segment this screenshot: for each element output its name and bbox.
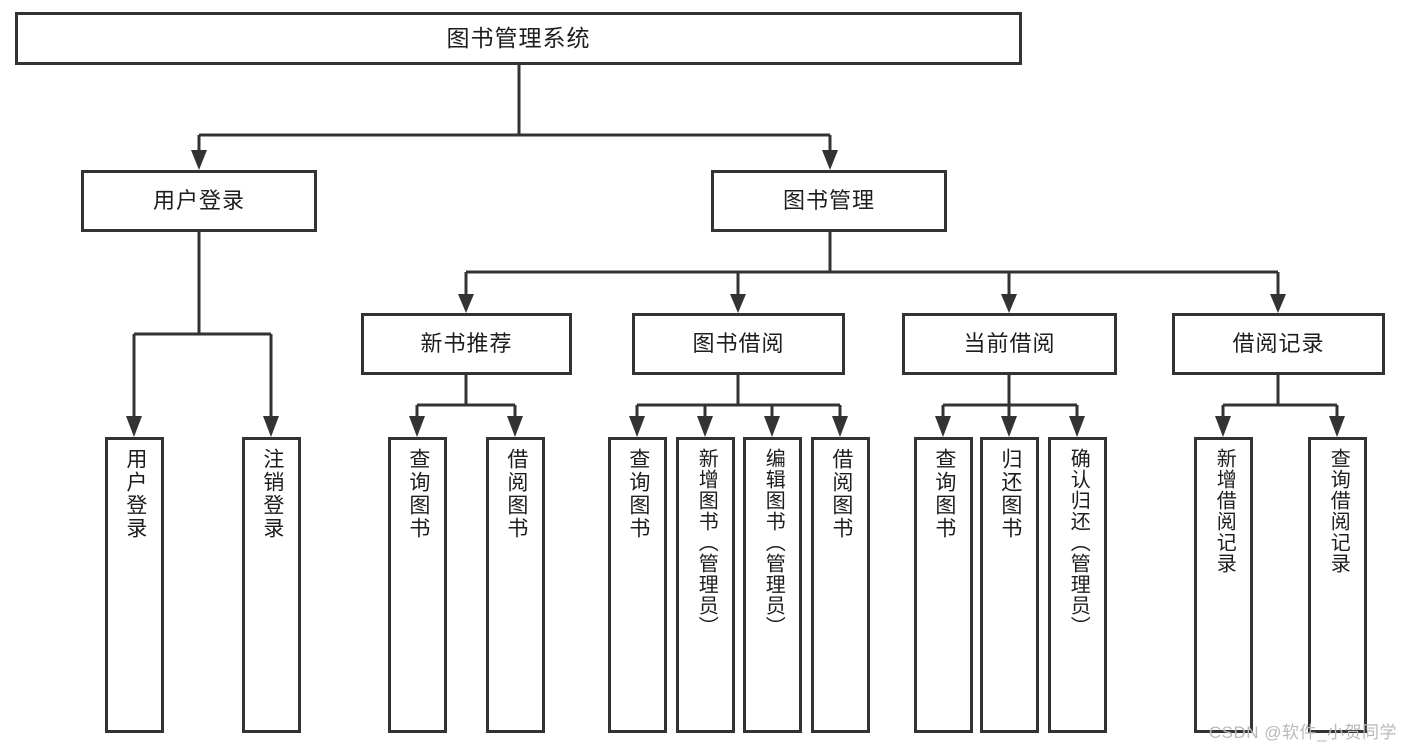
node-label: 图书管理 <box>782 188 875 214</box>
node-label: 查询图书 <box>932 448 956 540</box>
node-label: 新书推荐 <box>420 331 513 357</box>
leaf-add-book-admin[interactable]: 新增图书（管理员） <box>676 437 735 733</box>
node-label: 当前借阅 <box>963 331 1056 357</box>
node-label: 归还图书 <box>998 448 1022 540</box>
node-label: 图书管理系统 <box>446 25 591 52</box>
node-label: 借阅图书 <box>829 448 853 540</box>
leaf-edit-book-admin[interactable]: 编辑图书（管理员） <box>743 437 802 733</box>
node-book-management[interactable]: 图书管理 <box>711 170 947 232</box>
node-current-borrow[interactable]: 当前借阅 <box>902 313 1117 375</box>
leaf-borrow-book[interactable]: 借阅图书 <box>811 437 870 733</box>
leaf-confirm-return-admin[interactable]: 确认归还（管理员） <box>1048 437 1107 733</box>
node-label: 用户登录 <box>123 448 147 540</box>
leaf-borrow-book-recommend[interactable]: 借阅图书 <box>486 437 545 733</box>
node-book-borrow[interactable]: 图书借阅 <box>632 313 845 375</box>
node-label: 新增借阅记录 <box>1213 448 1236 574</box>
leaf-query-book-recommend[interactable]: 查询图书 <box>388 437 447 733</box>
node-label: 用户登录 <box>152 188 245 214</box>
leaf-user-login[interactable]: 用户登录 <box>105 437 164 733</box>
node-root-book-management-system[interactable]: 图书管理系统 <box>15 12 1022 65</box>
node-label: 图书借阅 <box>692 331 785 357</box>
node-new-book-recommend[interactable]: 新书推荐 <box>361 313 572 375</box>
watermark-text: CSDN @软件_小贺同学 <box>1208 723 1397 742</box>
node-label: 新增图书（管理员） <box>695 448 718 637</box>
node-label: 查询图书 <box>406 448 430 540</box>
node-label: 注销登录 <box>260 448 284 540</box>
leaf-query-book-current[interactable]: 查询图书 <box>914 437 973 733</box>
node-label: 确认归还（管理员） <box>1067 448 1090 637</box>
node-label: 借阅记录 <box>1232 331 1325 357</box>
node-borrow-record[interactable]: 借阅记录 <box>1172 313 1385 375</box>
node-label: 编辑图书（管理员） <box>762 448 785 637</box>
leaf-query-borrow-record[interactable]: 查询借阅记录 <box>1308 437 1367 733</box>
node-label: 借阅图书 <box>504 448 528 540</box>
node-label: 查询图书 <box>626 448 650 540</box>
leaf-query-book-borrow[interactable]: 查询图书 <box>608 437 667 733</box>
leaf-logout[interactable]: 注销登录 <box>242 437 301 733</box>
node-label: 查询借阅记录 <box>1327 448 1350 574</box>
node-user-login[interactable]: 用户登录 <box>81 170 317 232</box>
leaf-add-borrow-record[interactable]: 新增借阅记录 <box>1194 437 1253 733</box>
leaf-return-book[interactable]: 归还图书 <box>980 437 1039 733</box>
